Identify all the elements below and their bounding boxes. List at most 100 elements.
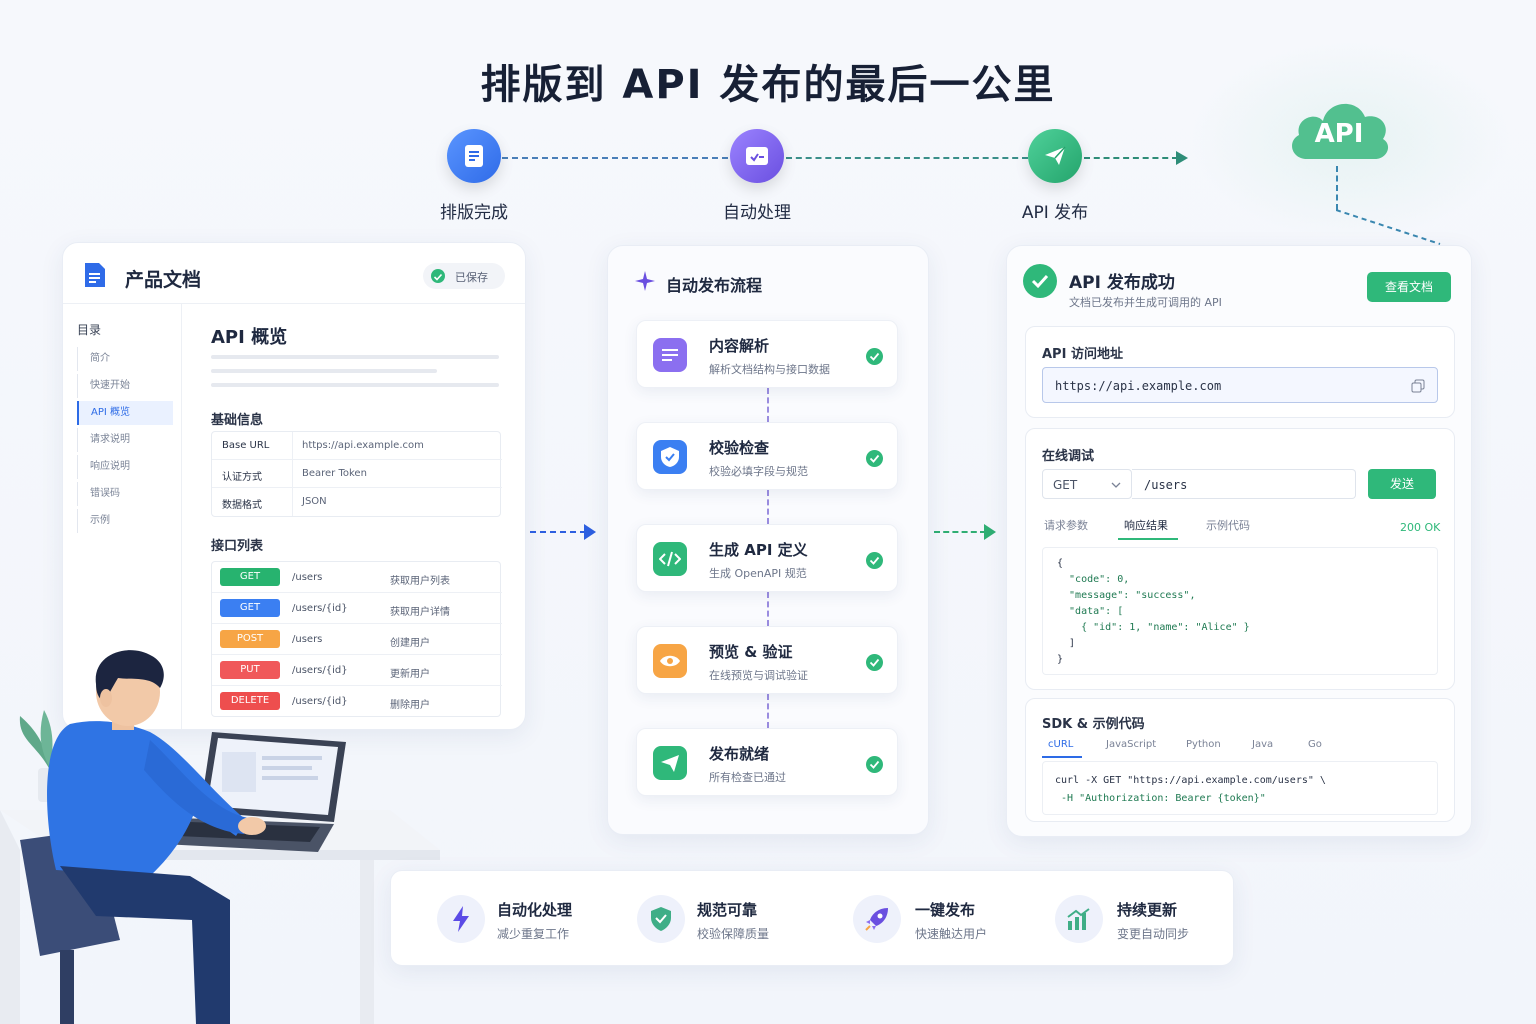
curl-code-block: curl -X GET "https://api.example.com/use…	[1042, 761, 1438, 815]
paper-plane-icon	[653, 746, 687, 780]
result-subtitle: 文档已发布并生成可调用的 API	[1069, 296, 1222, 309]
saved-label: 已保存	[455, 271, 488, 284]
check-icon	[866, 348, 883, 365]
toc-item-api-overview[interactable]: API 概览	[77, 401, 173, 425]
toc-item-response[interactable]: 响应说明	[77, 455, 173, 479]
api-url-section: API 访问地址 https://api.example.com	[1025, 326, 1455, 418]
flow-step-generate[interactable]: 生成 API 定义 生成 OpenAPI 规范	[636, 524, 898, 592]
active-tab-underline	[1042, 756, 1082, 758]
tab-response-result[interactable]: 响应结果	[1124, 519, 1168, 532]
path-input-value: /users	[1144, 478, 1188, 492]
flow-step-name: 发布就绪	[709, 745, 770, 763]
growth-chart-icon	[1055, 895, 1103, 943]
success-check-icon	[1023, 264, 1057, 298]
doc-title: 产品文档	[125, 269, 202, 291]
flow-step-name: 生成 API 定义	[709, 541, 808, 559]
features-bar: 自动化处理 减少重复工作 规范可靠 校验保障质量 一键发布 快速触达用户 持续更…	[390, 870, 1234, 966]
pipeline-connector-2	[786, 157, 1028, 159]
api-url-title: API 访问地址	[1042, 347, 1123, 362]
feature-reliable-desc: 校验保障质量	[697, 927, 770, 941]
toc-item-quickstart[interactable]: 快速开始	[77, 374, 173, 398]
pipeline-arrow-icon	[1176, 151, 1188, 165]
table-row[interactable]: GET/users/{id}获取用户详情	[212, 593, 502, 624]
step-publish-icon	[1028, 129, 1082, 183]
feature-reliable-title: 规范可靠	[697, 901, 758, 919]
flow-step-name: 预览 & 验证	[709, 643, 793, 661]
flow-step-desc: 校验必填字段与规范	[709, 465, 808, 478]
toc-item-examples[interactable]: 示例	[77, 509, 173, 533]
status-badge: 200 OK	[1400, 521, 1441, 534]
tab-javascript[interactable]: JavaScript	[1106, 739, 1157, 750]
lightning-icon	[437, 895, 485, 943]
table-row[interactable]: DELETE/users/{id}删除用户	[212, 686, 502, 717]
api-url-field[interactable]: https://api.example.com	[1042, 367, 1438, 403]
tab-java[interactable]: Java	[1252, 739, 1274, 750]
step-typeset-icon	[447, 129, 501, 183]
feature-automation-desc: 减少重复工作	[497, 927, 570, 941]
toc-item-errors[interactable]: 错误码	[77, 482, 173, 506]
tab-request-params[interactable]: 请求参数	[1044, 519, 1088, 532]
flow-connector	[767, 592, 769, 626]
api-cloud-label: API	[1314, 119, 1364, 149]
tab-example-code[interactable]: 示例代码	[1206, 519, 1250, 532]
path-input[interactable]: /users	[1132, 469, 1356, 499]
method-badge: POST	[220, 630, 280, 648]
result-title: API 发布成功	[1069, 273, 1175, 293]
result-card: API 发布成功 文档已发布并生成可调用的 API 查看文档 API 访问地址 …	[1006, 245, 1472, 837]
card-connector-left	[530, 531, 586, 533]
flow-step-validate[interactable]: 校验检查 校验必填字段与规范	[636, 422, 898, 490]
eye-icon	[653, 644, 687, 678]
method-select[interactable]: GET	[1042, 469, 1132, 499]
cloud-connector	[1336, 166, 1338, 210]
step-typeset-label: 排版完成	[440, 203, 508, 223]
doc-file-icon	[83, 261, 107, 293]
table-row[interactable]: PUT/users/{id}更新用户	[212, 655, 502, 686]
feature-publish-title: 一键发布	[915, 901, 976, 919]
chevron-down-icon	[1111, 482, 1121, 488]
toc-title: 目录	[77, 323, 102, 337]
feature-update-title: 持续更新	[1117, 901, 1178, 919]
desk-illustration	[0, 640, 460, 1024]
card-arrow-left-icon	[584, 524, 596, 540]
feature-automation-title: 自动化处理	[497, 901, 573, 919]
doc-heading: API 概览	[211, 327, 288, 348]
check-icon	[866, 654, 883, 671]
sparkle-icon	[635, 271, 655, 291]
api-list-title: 接口列表	[211, 539, 264, 554]
page-title: 排版到 API 发布的最后一公里	[480, 62, 1056, 108]
flow-title: 自动发布流程	[666, 276, 763, 295]
flow-step-parse[interactable]: 内容解析 解析文档结构与接口数据	[636, 320, 898, 388]
tab-go[interactable]: Go	[1308, 739, 1322, 750]
online-debug-section: 在线调试 GET /users 发送 请求参数 响应结果 示例代码 200 OK…	[1025, 428, 1455, 690]
flow-step-ready[interactable]: 发布就绪 所有检查已通过	[636, 728, 898, 796]
tab-python[interactable]: Python	[1186, 739, 1221, 750]
pipeline-connector-1	[502, 157, 728, 159]
doc-divider	[63, 303, 525, 304]
pipeline-connector-3	[1084, 157, 1178, 159]
toc-item-request[interactable]: 请求说明	[77, 428, 173, 452]
cloud-connector-line	[1336, 209, 1441, 245]
text-placeholder-line	[211, 383, 499, 387]
flow-step-desc: 所有检查已通过	[709, 771, 786, 784]
text-placeholder-line	[211, 355, 499, 359]
saved-check-icon	[431, 269, 445, 283]
view-docs-button[interactable]: 查看文档	[1367, 272, 1451, 302]
online-debug-title: 在线调试	[1042, 449, 1095, 464]
tab-curl[interactable]: cURL	[1048, 739, 1074, 750]
toc-divider	[181, 303, 182, 729]
flow-step-preview[interactable]: 预览 & 验证 在线预览与调试验证	[636, 626, 898, 694]
method-select-value: GET	[1053, 478, 1078, 492]
json-response-block: { "code": 0, "message": "success", "data…	[1042, 547, 1438, 675]
flow-connector	[767, 388, 769, 422]
send-button[interactable]: 发送	[1368, 469, 1436, 499]
shield-check-icon	[653, 440, 687, 474]
copy-icon[interactable]	[1411, 379, 1425, 393]
toc-item-intro[interactable]: 简介	[77, 347, 173, 371]
sdk-section: SDK & 示例代码 cURL JavaScript Python Java G…	[1025, 698, 1455, 822]
api-cloud-icon: API	[1285, 93, 1393, 163]
